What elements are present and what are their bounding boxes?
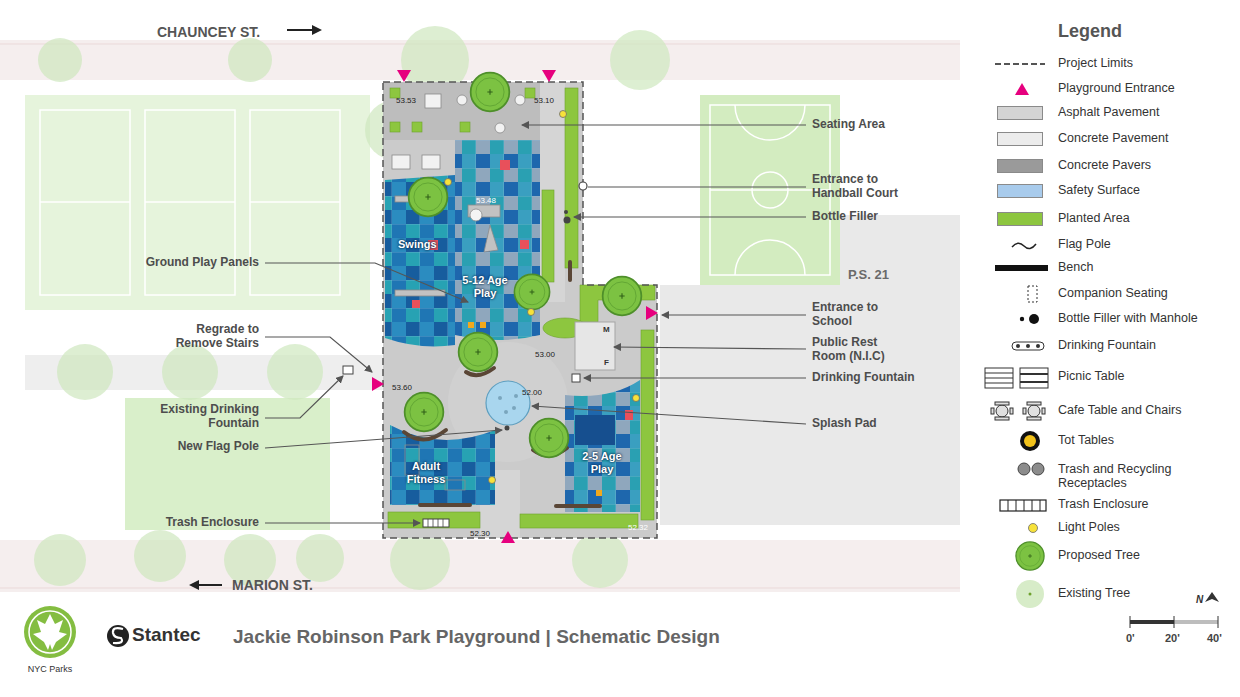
legend-label: Cafe Table and Chairs: [1058, 403, 1181, 417]
logo-text: NYC Parks: [20, 664, 80, 674]
proposed-trees: [405, 73, 642, 458]
spot-elevation: 53.10: [534, 96, 554, 105]
callout-label: Entrance to School: [812, 301, 912, 329]
leader-lines: [265, 125, 806, 523]
legend-swatch: [997, 159, 1043, 173]
restroom-letter: M: [603, 325, 610, 334]
spot-elevation: 52.30: [470, 529, 490, 538]
area-label: Swings: [398, 238, 437, 251]
legend-label: Companion Seating: [1058, 286, 1168, 300]
legend-swatch: [997, 132, 1043, 146]
legend-label: Trash Enclosure: [1058, 497, 1149, 511]
callout-label: Existing Drinking Fountain: [149, 403, 259, 431]
callout-label: Ground Play Panels: [146, 256, 259, 270]
street-name: CHAUNCEY ST.: [157, 24, 260, 40]
legend-label: Tot Tables: [1058, 433, 1114, 447]
callout-label: Regrade to Remove Stairs: [159, 323, 259, 351]
legend-label: Bench: [1058, 260, 1093, 274]
legend-label: Safety Surface: [1058, 183, 1140, 197]
callout-label: Drinking Fountain: [812, 371, 915, 385]
restroom-letter: F: [604, 358, 609, 367]
legend-swatch: [997, 212, 1043, 226]
callout-label: Public Rest Room (N.I.C): [812, 336, 912, 364]
callout-label: Bottle Filler: [812, 210, 878, 224]
legend-label: Picnic Table: [1058, 369, 1124, 383]
spot-elevation: 53.53: [396, 96, 416, 105]
callout-label: Splash Pad: [812, 417, 877, 431]
scale-bar: [1130, 592, 1219, 628]
legend-label: Project Limits: [1058, 56, 1133, 70]
logo-text: Stantec: [132, 624, 201, 646]
plan-title: Jackie Robinson Park Playground | Schema…: [233, 626, 720, 648]
scale-label: 0': [1126, 632, 1135, 645]
legend-label: Concrete Pavers: [1058, 158, 1151, 172]
legend-label: Drinking Fountain: [1058, 338, 1156, 352]
legend-label: Trash and Recycling Receptacles: [1058, 462, 1208, 491]
callout-label: Entrance to Handball Court: [812, 173, 912, 201]
spot-elevation: 52.32: [628, 523, 648, 532]
street-arrows: [189, 25, 322, 590]
building-label: P.S. 21: [848, 268, 889, 283]
area-label: 5-12 Age Play: [457, 274, 513, 299]
callout-label: Seating Area: [812, 118, 885, 132]
legend-label: Proposed Tree: [1058, 548, 1140, 562]
spot-elevation: 53.60: [392, 383, 412, 392]
legend-swatch: [997, 184, 1043, 198]
callout-label: New Flag Pole: [178, 440, 259, 454]
scale-label: 40': [1207, 632, 1222, 645]
legend-label: Concrete Pavement: [1058, 131, 1168, 145]
scale-label: 20': [1165, 632, 1180, 645]
legend-symbols: [985, 64, 1048, 608]
spot-elevation: 53.00: [535, 350, 555, 359]
spot-elevation: 53.48: [476, 196, 496, 205]
legend-heading: Legend: [1058, 21, 1122, 42]
legend-label: Bottle Filler with Manhole: [1058, 311, 1198, 325]
playground-site: [343, 70, 658, 543]
spot-elevation: 52.00: [522, 388, 542, 397]
legend-label: Playground Entrance: [1058, 81, 1175, 95]
street-context: [0, 26, 960, 592]
legend-label: Existing Tree: [1058, 586, 1130, 600]
legend-label: Flag Pole: [1058, 237, 1111, 251]
north-label: N: [1196, 594, 1203, 606]
logos: [24, 606, 129, 658]
legend-swatch: [997, 106, 1043, 120]
legend-label: Planted Area: [1058, 211, 1130, 225]
area-label: 2-5 Age Play: [574, 450, 630, 475]
callout-label: Trash Enclosure: [166, 516, 259, 530]
legend-label: Asphalt Pavement: [1058, 105, 1159, 119]
street-name: MARION ST.: [232, 577, 313, 593]
area-label: Adult Fitness: [397, 460, 455, 485]
legend-label: Light Poles: [1058, 520, 1120, 534]
